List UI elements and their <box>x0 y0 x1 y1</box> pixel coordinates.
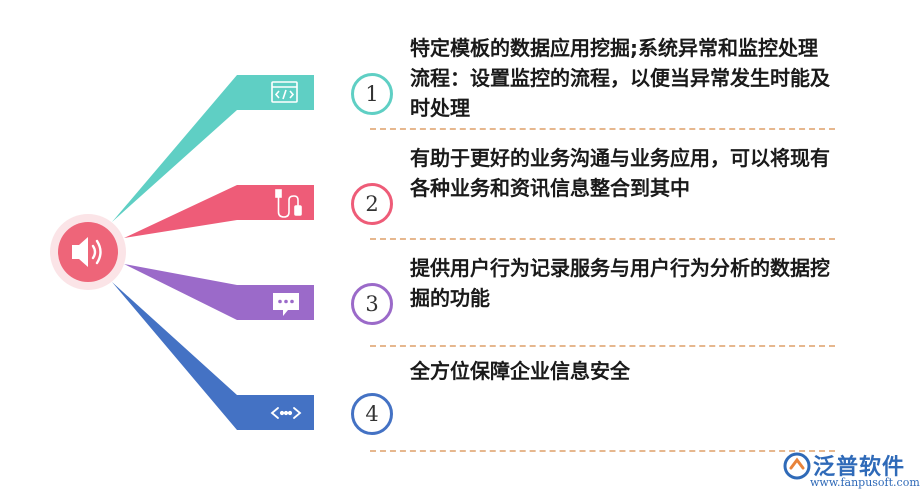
divider-2 <box>370 238 835 240</box>
brand-logo: 泛普软件 www.fanpusoft.com <box>780 445 920 495</box>
beam-3 <box>124 264 314 320</box>
divider-4 <box>370 450 835 452</box>
divider-1 <box>370 128 835 130</box>
number-circle-3: 3 <box>351 283 393 325</box>
divider-3 <box>370 345 835 347</box>
number-circle-1: 1 <box>351 73 393 115</box>
chat-bubble-icon <box>273 293 299 316</box>
item-text-1: 特定模板的数据应用挖掘;系统异常和监控处理流程：设置监控的流程，以便当异常发生时… <box>410 36 830 120</box>
usb-cable-icon <box>275 189 302 218</box>
number-circle-2: 2 <box>351 183 393 225</box>
logo-url: www.fanpusoft.com <box>810 476 920 489</box>
code-arrows-icon <box>270 407 302 419</box>
item-text-4: 全方位保障企业信息安全 <box>410 359 630 383</box>
beam-2 <box>124 185 314 238</box>
beam-1 <box>112 75 314 222</box>
item-text-3: 提供用户行为记录服务与用户行为分析的数据挖掘的功能 <box>410 256 830 310</box>
number-circle-4: 4 <box>351 393 393 435</box>
item-text-2: 有助于更好的业务沟通与业务应用，可以将现有各种业务和资讯信息整合到其中 <box>410 146 830 200</box>
speaker-icon <box>72 237 102 267</box>
code-window-icon <box>271 81 298 103</box>
logo-name: 泛普软件 <box>813 455 906 480</box>
logo-mark-icon <box>783 452 811 480</box>
beam-4 <box>112 282 314 430</box>
